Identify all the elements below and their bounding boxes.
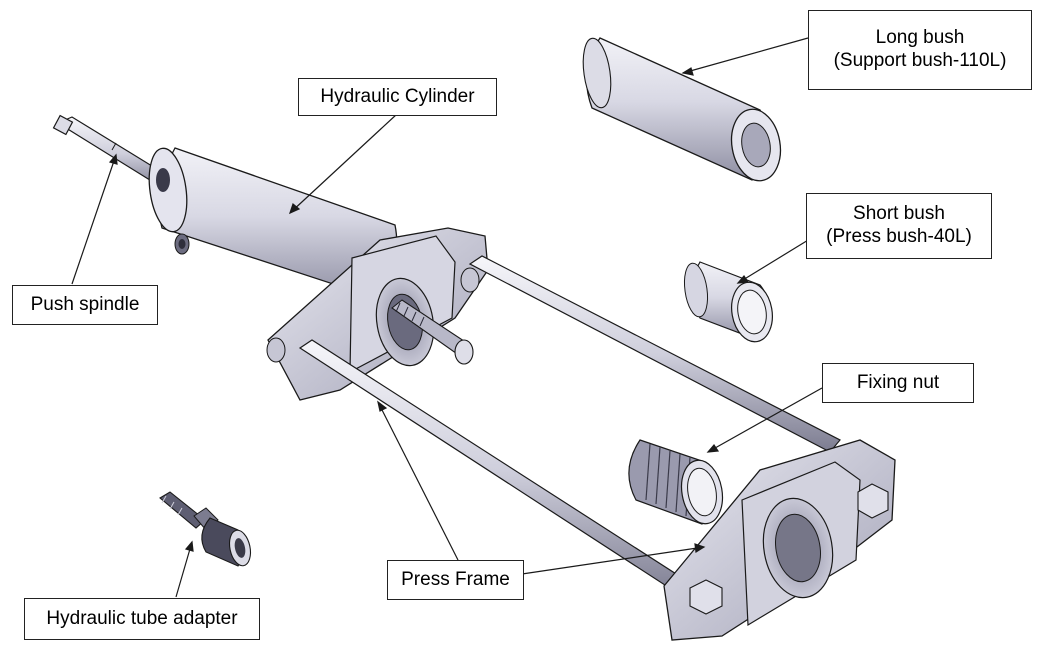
label-long-bush-line1: Long bush [875,27,965,49]
press-frame-right-plate [663,439,896,641]
short-bush-part [683,261,773,343]
hydraulic-cylinder-part [148,147,398,301]
label-push-spindle-text: Push spindle [30,293,140,315]
label-hydraulic-tube-adapter-text: Hydraulic tube adapter [46,607,238,629]
label-hydraulic-cylinder: Hydraulic Cylinder [298,78,497,116]
leader-long-bush [681,37,809,76]
label-push-spindle: Push spindle [12,285,158,325]
label-long-bush: Long bush (Support bush-110L) [808,10,1032,90]
label-short-bush-line2: (Press bush-40L) [826,226,972,247]
leader-press-frame-plate [521,543,706,575]
label-short-bush: Short bush (Press bush-40L) [806,193,992,259]
label-long-bush-line2: (Support bush-110L) [833,50,1007,71]
label-hydraulic-tube-adapter: Hydraulic tube adapter [24,598,260,640]
leader-hydraulic-tube-adapter [175,540,194,598]
label-fixing-nut: Fixing nut [822,363,974,403]
push-spindle-part [52,114,180,191]
label-press-frame: Press Frame [387,560,524,600]
label-fixing-nut-text: Fixing nut [856,371,940,393]
leader-push-spindle [71,153,118,285]
press-frame-tie-rods [298,255,841,601]
label-hydraulic-cylinder-text: Hydraulic Cylinder [320,85,475,107]
spindle-thread-part [391,299,474,365]
leader-fixing-nut [706,387,823,453]
label-short-bush-line1: Short bush [853,203,945,225]
leader-lines [71,37,823,598]
fixing-nut-part [628,439,724,525]
hydraulic-tube-adapter-part [159,491,252,567]
label-press-frame-text: Press Frame [401,568,510,590]
leader-press-frame-rod [377,400,459,561]
leader-short-bush [736,233,819,284]
long-bush-part [582,37,782,182]
leader-hydraulic-cylinder [289,113,398,215]
